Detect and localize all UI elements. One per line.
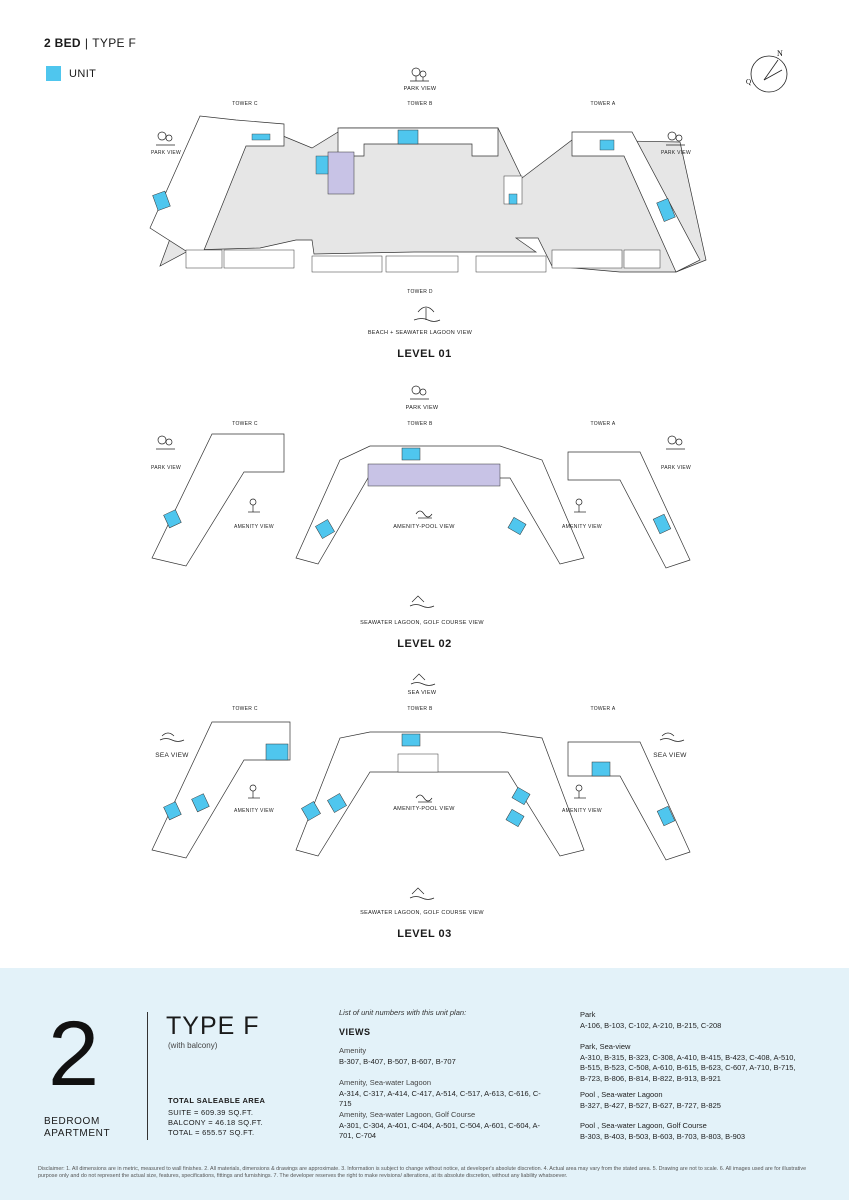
view-group: Amenity B-307, B-407, B-507, B-607, B-70… (339, 1046, 549, 1067)
l3-view-top: SEA VIEW (407, 690, 437, 696)
level-01-plan (0, 60, 849, 360)
sea-icon (159, 732, 185, 742)
pool-icon (415, 510, 433, 519)
l2-view-amenity-right: AMENITY VIEW (562, 524, 602, 530)
view-group-title: Amenity, Sea-water Lagoon (339, 1078, 431, 1087)
l3-view-amenity-right: AMENITY VIEW (562, 808, 602, 814)
compass-q: Q (746, 78, 751, 86)
l2-view-right: PARK VIEW (660, 465, 692, 471)
sea-icon (659, 732, 685, 742)
view-group: Pool , Sea-water Lagoon, Golf Course B-3… (580, 1121, 800, 1142)
view-group: Amenity, Sea-water Lagoon, Golf Course A… (339, 1110, 549, 1142)
l2-view-left: PARK VIEW (150, 465, 182, 471)
tree-icon (156, 435, 175, 450)
l2-view-top: PARK VIEW (405, 405, 439, 411)
view-group-units: A-301, C-304, A-401, C-404, A-501, C-504… (339, 1120, 540, 1141)
unit-type: TYPE F (92, 36, 137, 50)
l1-view-right: PARK VIEW (660, 150, 692, 156)
l2-view-center: AMENITY-POOL VIEW (393, 524, 455, 530)
level-01-title: LEVEL 01 (397, 348, 452, 360)
view-group-units: A-314, C-317, A-414, C-417, A-514, C-517… (339, 1088, 541, 1109)
legend-label: UNIT (69, 67, 97, 80)
lagoon-icon (409, 887, 435, 900)
amenity-icon (574, 498, 586, 513)
total-area-title: TOTAL SALEABLE AREA (168, 1096, 266, 1105)
compass-icon: N Q (744, 46, 794, 98)
summary-panel (0, 968, 849, 1200)
amenity-icon (574, 784, 586, 799)
l1-view-top: PARK VIEW (403, 86, 437, 92)
bedroom-label: BEDROOM APARTMENT (44, 1116, 144, 1140)
pool-icon (415, 794, 433, 803)
total-area: TOTAL = 655.57 SQ.FT. (168, 1128, 255, 1137)
amenity-icon (248, 498, 260, 513)
view-group: Pool , Sea-water Lagoon B-327, B-427, B-… (580, 1090, 800, 1111)
l1-tower-a: TOWER A (590, 101, 616, 107)
bedroom-line2: APARTMENT (44, 1128, 111, 1139)
amenity-icon (248, 784, 260, 799)
l2-view-bottom: SEAWATER LAGOON, GOLF COURSE VIEW (360, 620, 484, 626)
tree-icon (410, 67, 429, 82)
view-group-units: B-307, B-407, B-507, B-607, B-707 (339, 1056, 456, 1066)
view-group-units: A-310, B-315, B-323, C-308, A-410, B-415… (580, 1052, 796, 1083)
balcony-note: (with balcony) (168, 1041, 218, 1050)
level-02-title: LEVEL 02 (397, 638, 452, 650)
l2-view-amenity-left: AMENITY VIEW (234, 524, 274, 530)
l2-tower-a: TOWER A (590, 421, 616, 427)
compass-north: N (777, 49, 783, 58)
disclaimer: Disclaimer: 1. All dimensions are in met… (38, 1166, 807, 1179)
level-03-title: LEVEL 03 (397, 928, 452, 940)
l2-tower-c: TOWER C (232, 421, 258, 427)
view-group-units: A-106, B-103, C-102, A-210, B-215, C-208 (580, 1020, 722, 1030)
legend-swatch (46, 66, 61, 81)
level-03-plan (0, 672, 849, 922)
level-02-plan (0, 380, 849, 630)
view-group-title: Park (580, 1010, 596, 1019)
title-separator: | (84, 36, 89, 50)
view-group-units: B-327, B-427, B-527, B-627, B-727, B-825 (580, 1100, 721, 1110)
bedroom-count: 2 BED (44, 36, 81, 50)
suite-area: SUITE = 609.39 SQ.FT. (168, 1108, 254, 1117)
view-group: Park, Sea-view A-310, B-315, B-323, C-30… (580, 1042, 800, 1084)
l1-view-bottom: BEACH + SEAWATER LAGOON VIEW (367, 330, 473, 336)
l3-tower-a: TOWER A (590, 706, 616, 712)
plan-title: 2 BED|TYPE F (44, 36, 136, 50)
tree-icon (666, 435, 685, 450)
l1-tower-d: TOWER D (407, 289, 433, 295)
l3-view-center: AMENITY-POOL VIEW (393, 806, 455, 812)
view-group-title: Amenity (339, 1046, 367, 1055)
l3-tower-b: TOWER B (407, 706, 433, 712)
balcony-area: BALCONY = 46.18 SQ.FT. (168, 1118, 264, 1127)
umbrella-icon (413, 306, 441, 322)
lagoon-icon (409, 595, 435, 608)
view-group-title: Pool , Sea-water Lagoon (580, 1090, 663, 1099)
view-group-title: Pool , Sea-water Lagoon, Golf Course (580, 1121, 707, 1130)
tree-icon (666, 131, 685, 146)
divider (147, 1012, 148, 1140)
view-group-title: Park, Sea-view (580, 1042, 631, 1051)
views-heading: VIEWS (339, 1027, 371, 1037)
bedroom-line1: BEDROOM (44, 1116, 100, 1127)
l3-view-left: SEA VIEW (155, 752, 189, 759)
sea-icon (410, 673, 436, 686)
tree-icon (156, 131, 175, 146)
view-group: Amenity, Sea-water Lagoon A-314, C-317, … (339, 1078, 549, 1110)
view-group-title: Amenity, Sea-water Lagoon, Golf Course (339, 1110, 476, 1119)
bedroom-number: 2 (48, 1003, 100, 1105)
view-group: Park A-106, B-103, C-102, A-210, B-215, … (580, 1010, 800, 1031)
area-breakdown: SUITE = 609.39 SQ.FT. BALCONY = 46.18 SQ… (168, 1108, 263, 1138)
legend: UNIT (46, 66, 96, 81)
l3-view-bottom: SEAWATER LAGOON, GOLF COURSE VIEW (360, 910, 484, 916)
l1-tower-b: TOWER B (407, 101, 433, 107)
type-title: TYPE F (166, 1012, 260, 1040)
l3-tower-c: TOWER C (232, 706, 258, 712)
l1-view-left: PARK VIEW (150, 150, 182, 156)
l1-tower-c: TOWER C (232, 101, 258, 107)
l3-view-amenity-left: AMENITY VIEW (234, 808, 274, 814)
view-group-units: B-303, B-403, B-503, B-603, B-703, B-803… (580, 1131, 746, 1141)
l3-view-right: SEA VIEW (653, 752, 687, 759)
tree-icon (410, 385, 429, 400)
list-heading: List of unit numbers with this unit plan… (339, 1008, 467, 1017)
l2-tower-b: TOWER B (407, 421, 433, 427)
